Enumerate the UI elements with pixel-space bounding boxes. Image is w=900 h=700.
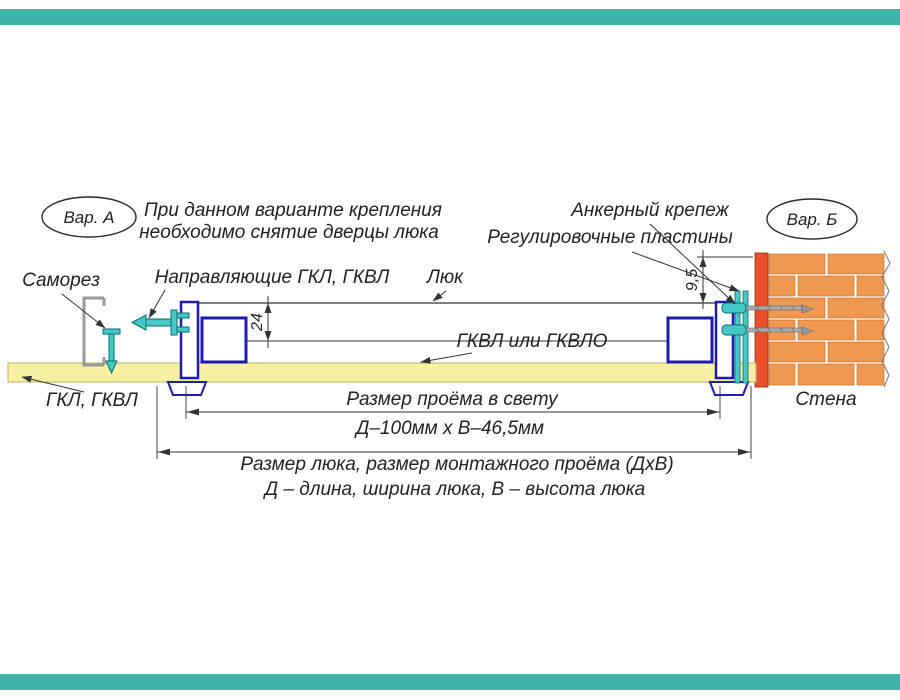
adjustment-plates-label: Регулировочные пластины [487,227,733,248]
frame-channel-right [714,300,735,380]
variant-a-label: Вар. А [63,208,114,227]
frame-channel-left [179,300,200,380]
note-line2: необходимо снятие дверцы люка [139,222,439,243]
variant-b-label: Вар. Б [787,210,838,229]
top-accent-band [0,9,900,25]
hatch-dim-title: Размер люка, размер монтажного проёма (Д… [240,454,673,475]
opening-dim-title: Размер проёма в свету [346,389,559,410]
horizontal-screw [130,309,190,336]
tracks-label: Направляющие ГКЛ, ГКВЛ [155,267,391,288]
variant-a-bubble [41,196,137,238]
dimension-24 [264,296,272,348]
dimension-opening [185,386,721,419]
variant-b-bubble [766,198,858,240]
bottom-accent-band [0,674,900,690]
anchor-screw-bottom [721,324,814,336]
leader-hatch [432,290,447,302]
anchor-fastener-label: Анкерный крепеж [570,200,729,221]
dim-24-text: 24 [249,313,266,332]
drywall-track-profile [82,296,106,367]
brick-wall [768,253,885,386]
frame-flange-right [708,381,750,396]
gypsum-board [7,362,757,383]
leader-board-center [420,352,473,364]
vertical-screw [102,328,121,375]
anchor-screw-top [721,302,814,314]
frame-tube-right [666,316,714,364]
wall-break-line [881,250,891,388]
board-left-label: ГКЛ, ГКВЛ [46,390,139,411]
hatch-label: Люк [425,267,464,288]
leader-board-left [21,375,85,393]
screw-label: Саморез [22,270,100,291]
frame-tube-left [200,316,248,364]
leader-anchor [649,223,736,305]
leader-tracks [148,289,166,319]
wall-label: Стена [795,389,856,410]
hatch-dim-note: Д – длина, ширина люка, В – высота люка [263,479,646,500]
board-center-label: ГКВЛ или ГКВЛО [457,331,608,352]
leader-screw [61,293,106,329]
adjustment-plate-2 [742,290,749,384]
adjustment-plate-red [754,252,769,388]
note-line1: При данном варианте крепления [144,200,442,221]
dim-9-5-text: 9,5 [684,269,701,291]
opening-dim-value: Д–100мм х В–46,5мм [354,418,544,439]
dimension-9-5 [697,250,753,309]
frame-flange-left [166,381,208,396]
leader-plates [631,251,740,292]
dimension-hatch [156,386,752,459]
